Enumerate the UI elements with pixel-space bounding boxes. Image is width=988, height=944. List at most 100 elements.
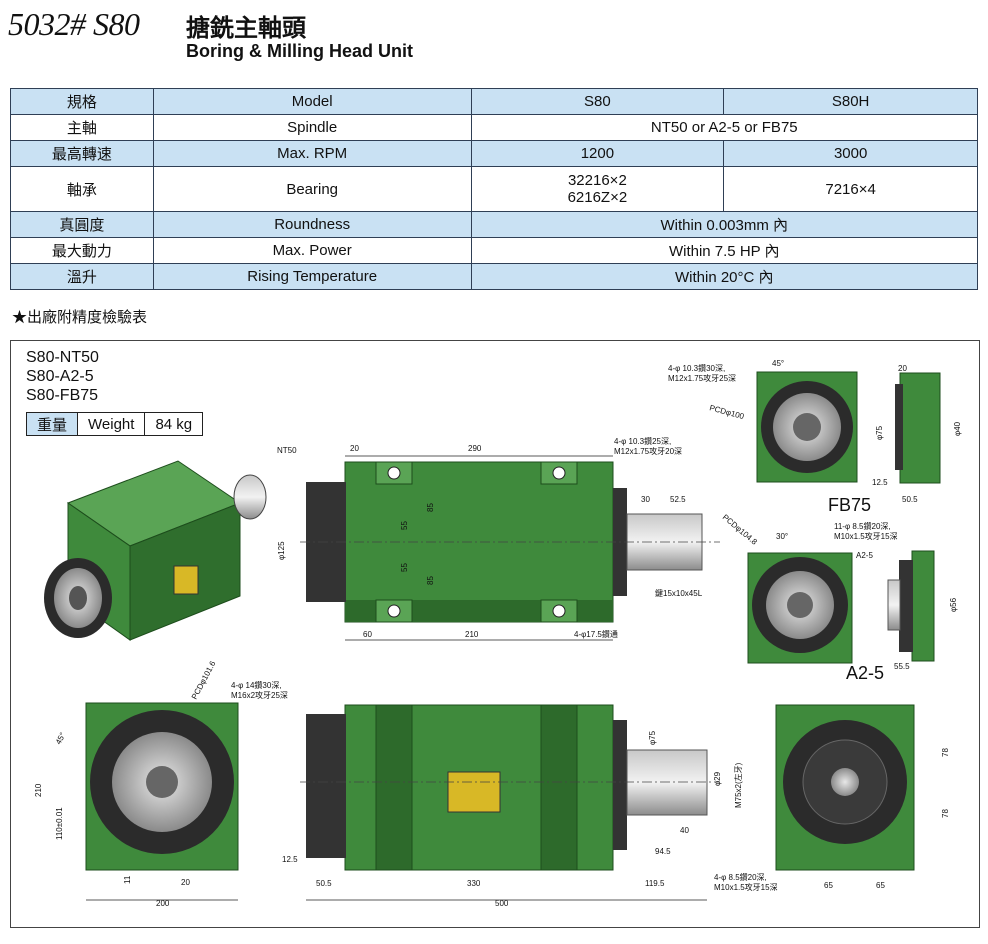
variant-item: S80-A2-5 xyxy=(26,368,94,385)
dim-label: 4-φ17.5鑽通 xyxy=(574,629,618,639)
bearing-line-1: 32216×2 xyxy=(567,172,627,189)
dim-label: φ29 xyxy=(713,771,722,786)
dim-label: PCDφ104.8 xyxy=(721,513,759,547)
dim-label: M10x1.5攻牙15深 xyxy=(834,531,898,541)
dim-label: 210 xyxy=(465,630,479,639)
spec-label-zh: 軸承 xyxy=(10,166,154,212)
dim-label: 60 xyxy=(363,630,372,639)
rear-view xyxy=(775,704,915,871)
spec-label-zh: 真圓度 xyxy=(10,211,154,238)
spec-label-en: Spindle xyxy=(152,114,472,141)
dim-label: 鍵15x10x45L xyxy=(655,588,703,598)
inspection-note: ★出廠附精度檢驗表 xyxy=(12,309,148,326)
dim-label: 45° xyxy=(54,731,68,746)
spec-value-s80h: S80H xyxy=(723,88,978,115)
dim-label: φ75 xyxy=(875,425,884,440)
spec-value-merged: NT50 or A2-5 or FB75 xyxy=(470,114,979,141)
spec-label-en: Rising Temperature xyxy=(152,263,472,290)
spec-value-s80: 32216×2 6216Z×2 xyxy=(470,166,725,212)
variant-list: S80-NT50 S80-A2-5 S80-FB75 xyxy=(26,348,99,405)
spec-value-merged: Within 0.003mm 內 xyxy=(470,211,979,238)
dim-label: 4-φ 14鑽30深, xyxy=(231,680,282,690)
dim-label: 55 xyxy=(400,521,409,530)
weight-value: 84 kg xyxy=(144,412,204,436)
dim-label: 500 xyxy=(495,899,509,908)
dim-label: 12.5 xyxy=(282,855,298,864)
a25-label: A2-5 xyxy=(846,663,885,683)
model-number: 5032# S80 xyxy=(8,6,140,42)
spec-table: 規格 Model S80 S80H 主軸 Spindle NT50 or A2-… xyxy=(10,88,979,290)
weight-label-zh: 重量 xyxy=(25,412,79,436)
dim-label: 210 xyxy=(34,783,43,797)
dim-label: 85 xyxy=(426,576,435,585)
dim-label: PCDφ101.6 xyxy=(190,659,218,701)
dim-label: M75x2(左牙) xyxy=(733,762,743,808)
dim-label: 45° xyxy=(772,359,784,368)
dim-label: 30 xyxy=(641,495,650,504)
dim-label: 78 xyxy=(941,809,950,818)
dim-label: 85 xyxy=(426,503,435,512)
spec-label-zh: 最大動力 xyxy=(10,237,154,264)
title-chinese: 搪銑主軸頭 xyxy=(186,15,306,42)
dim-label: PCDφ100 xyxy=(708,403,745,421)
weight-label-en: Weight xyxy=(77,412,146,436)
spec-value-s80: S80 xyxy=(470,88,725,115)
fb75-label: FB75 xyxy=(828,495,872,515)
dim-label: 330 xyxy=(467,879,481,888)
dim-label: 20 xyxy=(181,878,190,887)
dim-label: 65 xyxy=(824,881,833,890)
dim-label: 4-φ 10.3鑽30深, xyxy=(668,363,725,373)
spec-row-model: 規格 Model S80 S80H xyxy=(10,88,978,115)
dim-label: 11-φ 8.5鑽20深, xyxy=(834,521,891,531)
dim-label: M16x2攻牙25深 xyxy=(231,690,288,700)
dim-label: 4-φ 8.5鑽20深, xyxy=(714,872,767,882)
dim-label: M10x1.5攻牙15深 xyxy=(714,882,778,892)
a25-views xyxy=(747,550,935,664)
front-view xyxy=(85,702,239,901)
dim-label: 55.5 xyxy=(894,662,910,671)
dim-label: 119.5 xyxy=(645,879,665,888)
dim-label: 11 xyxy=(123,875,132,884)
spec-row-power: 最大動力 Max. Power Within 7.5 HP 內 xyxy=(10,237,979,264)
dim-label: 65 xyxy=(876,881,885,890)
dim-label: 30° xyxy=(776,532,788,541)
dim-label: 4-φ 10.3鑽25深, xyxy=(614,436,671,446)
dim-label: 40 xyxy=(680,826,689,835)
spec-value-s80: 1200 xyxy=(470,140,725,167)
dim-label: 20 xyxy=(898,364,907,373)
dim-label: M12x1.75攻牙25深 xyxy=(668,373,736,383)
dim-label: 55 xyxy=(400,563,409,572)
dim-label: φ75 xyxy=(648,730,657,745)
spec-label-zh: 溫升 xyxy=(10,263,154,290)
bearing-line-2: 6216Z×2 xyxy=(567,189,628,206)
dim-label: 200 xyxy=(156,899,170,908)
dim-label: 52.5 xyxy=(670,495,686,504)
dim-label: 12.5 xyxy=(872,478,888,487)
spec-label-en: Roundness xyxy=(152,211,472,238)
dim-label: 94.5 xyxy=(655,847,671,856)
dim-label: 110±0.01 xyxy=(55,807,64,840)
fb75-views xyxy=(756,371,941,484)
spec-label-en: Model xyxy=(152,88,472,115)
variant-item: S80-FB75 xyxy=(26,387,99,404)
spec-value-merged: Within 7.5 HP 內 xyxy=(470,237,979,264)
spec-value-s80h: 3000 xyxy=(723,140,978,167)
dim-label: 50.5 xyxy=(316,879,332,888)
title-english: Boring & Milling Head Unit xyxy=(186,41,413,61)
spec-label-zh: 主軸 xyxy=(10,114,154,141)
isometric-view xyxy=(44,460,267,641)
dim-label: φ40 xyxy=(953,421,962,436)
dim-label: 78 xyxy=(941,748,950,757)
side-view-bottom xyxy=(300,704,720,901)
variant-item: S80-NT50 xyxy=(26,349,99,366)
dim-label: M12x1.75攻牙20深 xyxy=(614,446,682,456)
dim-label: NT50 xyxy=(277,446,297,455)
spec-label-en: Max. Power xyxy=(152,237,472,264)
dim-label: 290 xyxy=(468,444,482,453)
spec-value-merged: Within 20°C 內 xyxy=(470,263,979,290)
dim-label: 50.5 xyxy=(902,495,918,504)
dim-label: 20 xyxy=(350,444,359,453)
spec-row-temp: 溫升 Rising Temperature Within 20°C 內 xyxy=(10,263,979,290)
spec-value-s80h: 7216×4 xyxy=(723,166,978,212)
